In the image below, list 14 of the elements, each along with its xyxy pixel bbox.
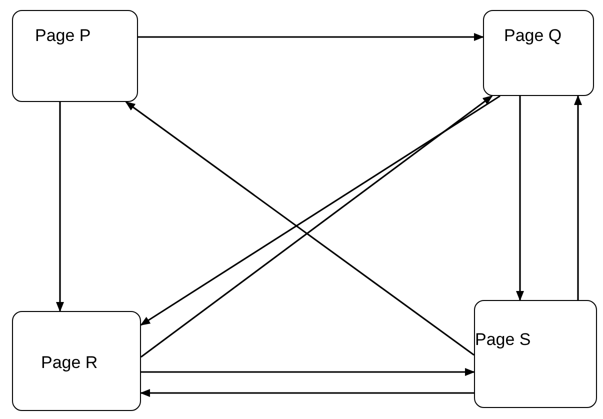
- page-label: Page R: [41, 352, 98, 374]
- arrow: [141, 368, 475, 376]
- page-box: [483, 10, 594, 96]
- page-box: [474, 300, 597, 408]
- arrow: [140, 389, 474, 397]
- page-box: [12, 311, 141, 411]
- arrow: [138, 33, 484, 41]
- page-label: Page Q: [504, 25, 562, 47]
- page-label: Page S: [475, 329, 531, 351]
- arrow: [516, 96, 524, 301]
- page-box: [12, 10, 138, 102]
- arrow: [574, 95, 582, 300]
- arrow: [56, 102, 64, 312]
- page-label: Page P: [35, 25, 91, 47]
